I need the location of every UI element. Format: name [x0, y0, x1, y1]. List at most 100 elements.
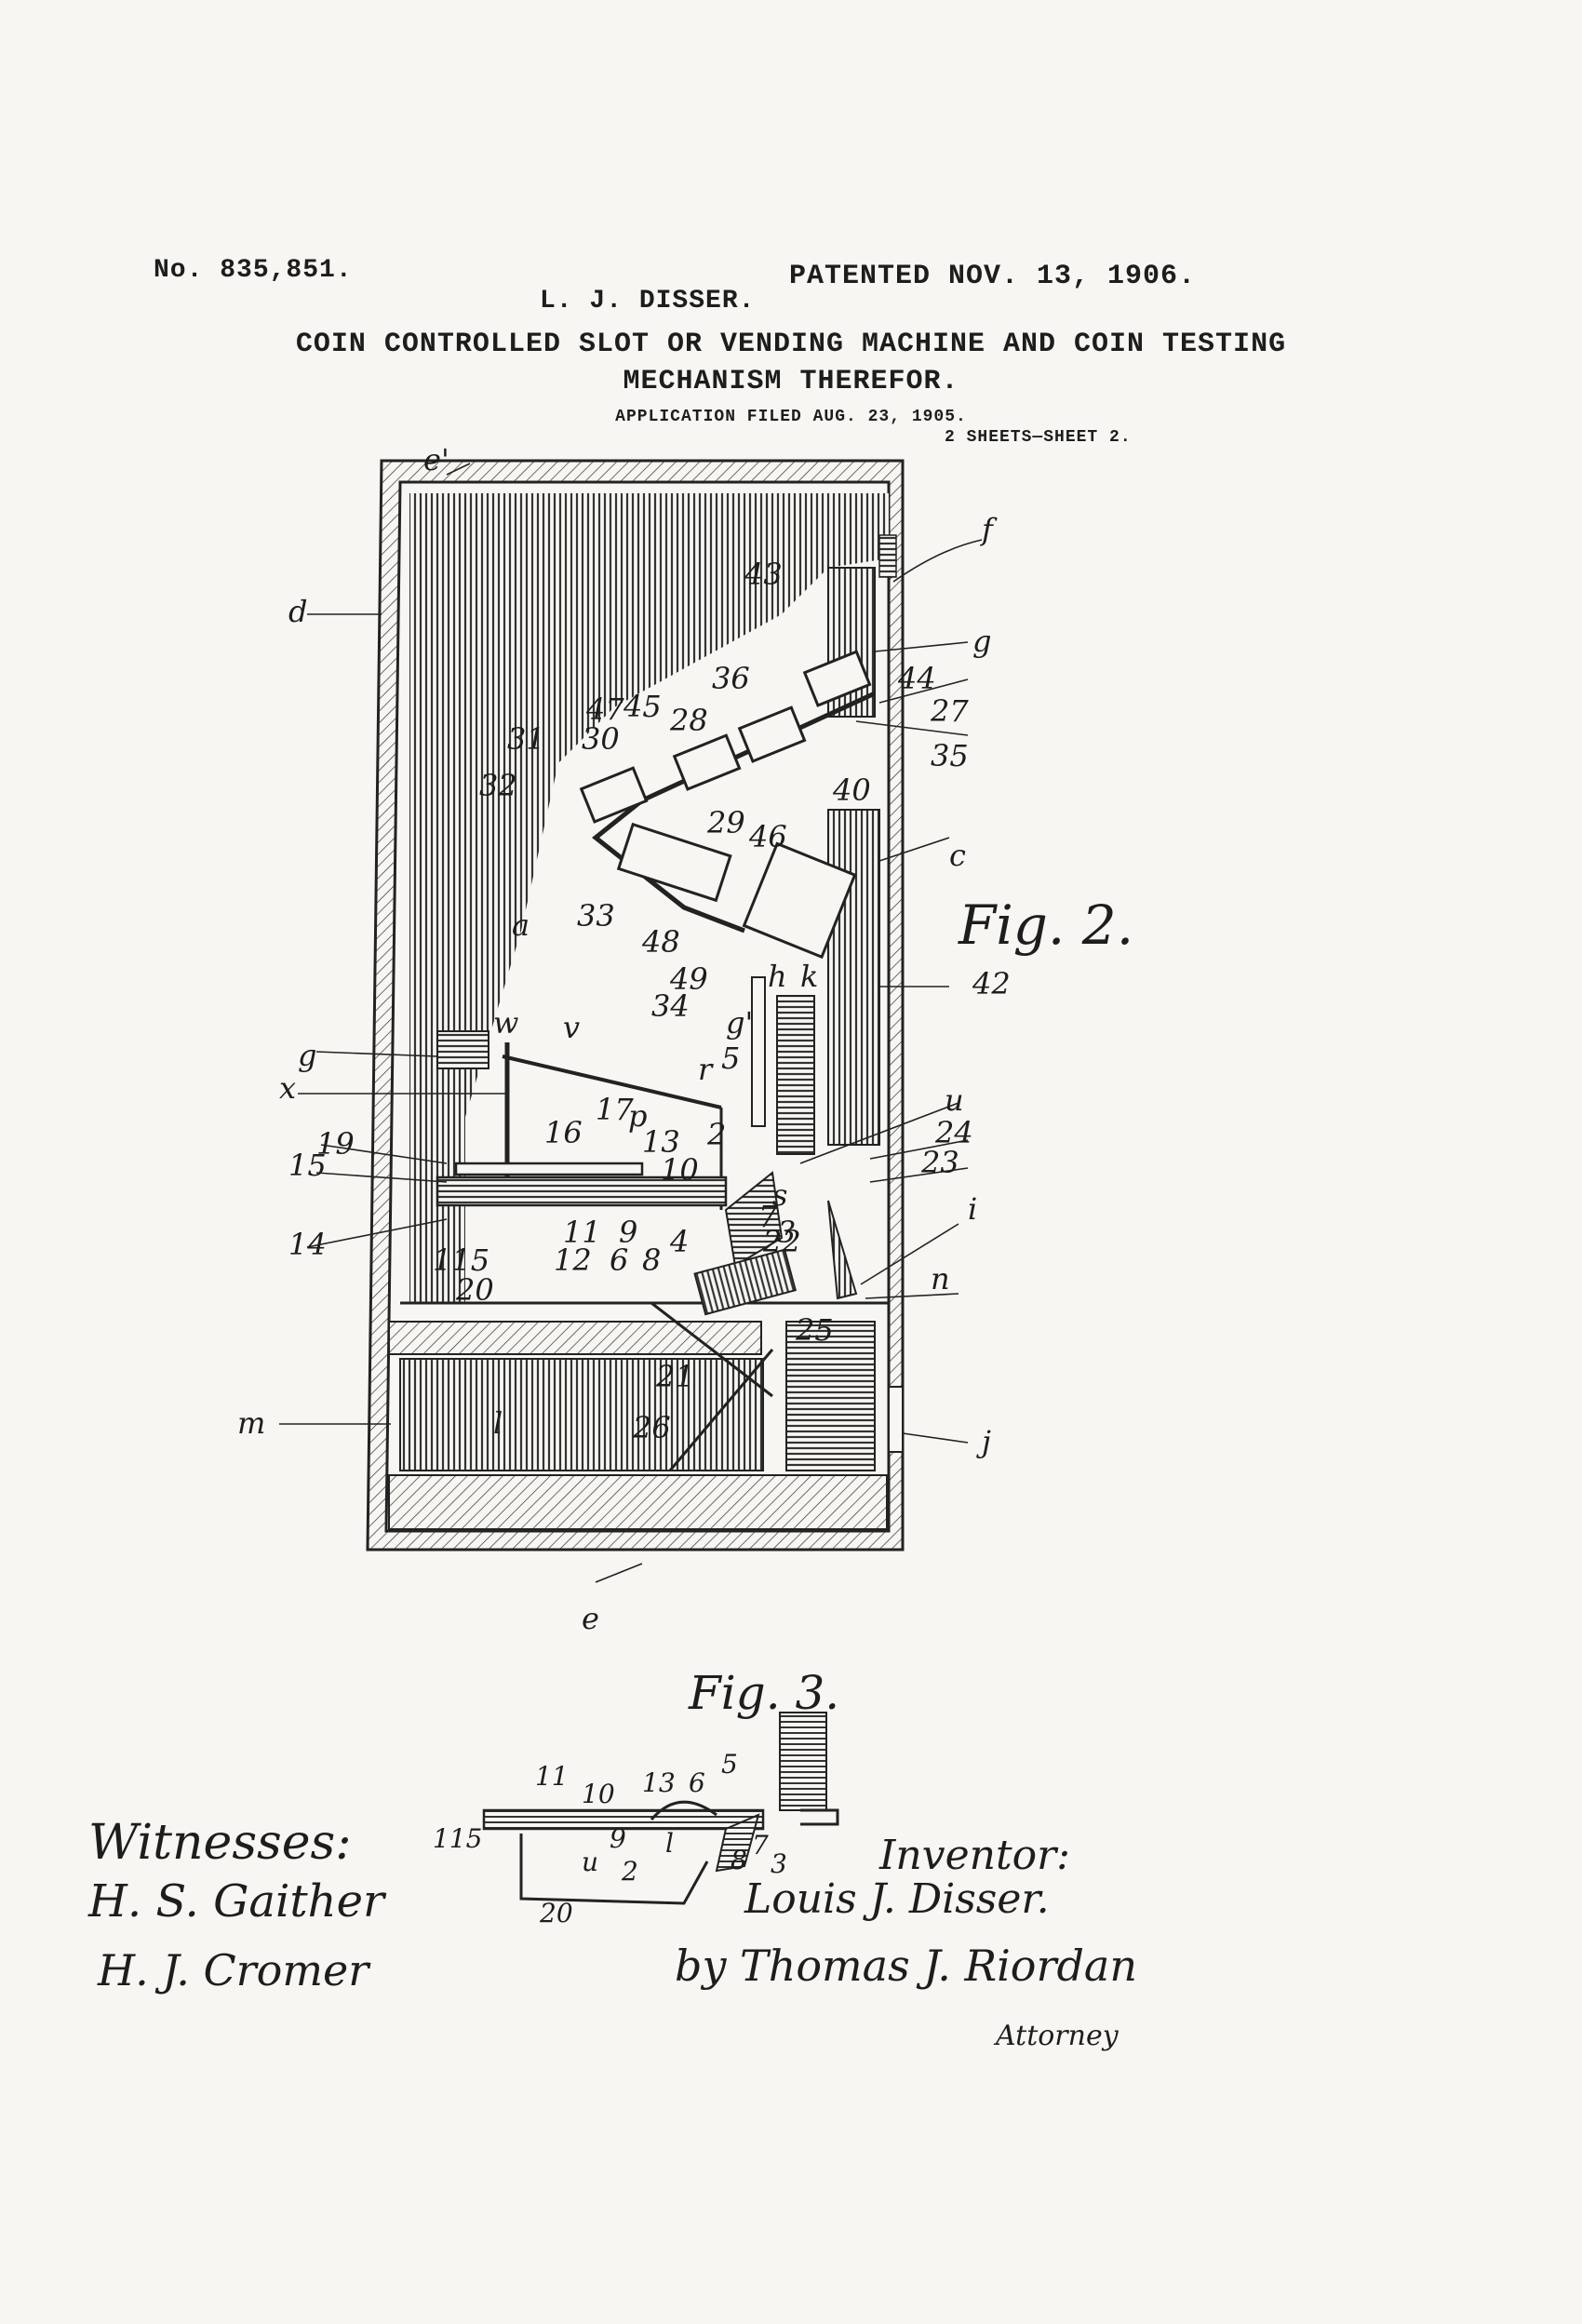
- ref-26: 26: [632, 1410, 671, 1445]
- attorney-signature: by Thomas J. Riordan: [675, 1941, 1137, 1991]
- ref-12: 12: [554, 1243, 592, 1278]
- witnesses-label: Witnesses:: [88, 1815, 352, 1871]
- ref-h: h: [768, 959, 787, 994]
- ref-33: 33: [577, 898, 615, 934]
- ref-23: 23: [920, 1145, 959, 1180]
- ref-29: 29: [706, 805, 745, 840]
- guide-rod: [751, 976, 766, 1127]
- ref-40: 40: [832, 772, 871, 808]
- fig3-ref-11: 11: [535, 1761, 569, 1792]
- ref-s: s: [772, 1177, 787, 1213]
- ref-32: 32: [479, 768, 517, 803]
- ref-11: 11: [563, 1215, 601, 1250]
- ref-13: 13: [642, 1124, 680, 1160]
- shelf: [454, 1162, 644, 1176]
- inventor-name: L. J. DISSER.: [540, 287, 756, 316]
- ref-g-right: g: [972, 624, 991, 659]
- ref-7: 7: [758, 1199, 778, 1234]
- cabinet-wall: [366, 459, 905, 1552]
- fig3-ref-9: 9: [610, 1823, 626, 1854]
- ref-30: 30: [582, 721, 620, 757]
- fig3-ref-l: l: [665, 1828, 674, 1859]
- ref-43: 43: [744, 557, 783, 592]
- coin-plate-mid2: [672, 733, 742, 791]
- ref-m: m: [237, 1405, 265, 1441]
- ref-45: 45: [623, 689, 662, 724]
- ref-49: 49: [669, 961, 708, 997]
- ref-3: 3: [777, 1215, 796, 1250]
- ref-c: c: [949, 838, 966, 873]
- ref-27: 27: [930, 693, 969, 729]
- ref-8: 8: [642, 1243, 661, 1278]
- lower-left-box: [399, 1358, 764, 1471]
- fig3-ref-115: 115: [433, 1823, 482, 1854]
- ref-k: k: [800, 959, 818, 994]
- ref-v: v: [563, 1010, 580, 1045]
- lever-arm: [502, 1055, 722, 1109]
- latch: [724, 1171, 784, 1268]
- patented-date: PATENTED NOV. 13, 1906.: [789, 261, 1197, 292]
- ref-22: 22: [762, 1224, 801, 1259]
- coin-plate-left: [579, 766, 649, 824]
- fig3-link: [519, 1834, 709, 1905]
- brace-2: [668, 1349, 774, 1471]
- reject-box: [742, 841, 857, 960]
- ref-115: 115: [433, 1243, 489, 1278]
- fig3-latch: [715, 1813, 760, 1873]
- deflector: [827, 1200, 858, 1300]
- title-line-2: MECHANISM THEREFOR.: [623, 366, 959, 397]
- ref-2: 2: [706, 1117, 726, 1152]
- ref-p: p: [628, 1098, 647, 1134]
- fig3-ref-10: 10: [582, 1779, 615, 1809]
- ref-9: 9: [619, 1215, 637, 1250]
- ref-g-prime: g': [726, 1005, 753, 1041]
- ref-14: 14: [288, 1227, 327, 1262]
- ref-21: 21: [655, 1359, 694, 1394]
- ref-46: 46: [748, 819, 787, 854]
- fig2-label: Fig. 2.: [959, 893, 1134, 957]
- coin-chute-lower: [827, 809, 880, 1146]
- brace-1: [650, 1301, 773, 1398]
- fig3-bracket: [800, 1808, 839, 1826]
- ref-e-bottom: e: [582, 1601, 599, 1636]
- inventor-label: Inventor:: [879, 1832, 1070, 1879]
- coin-plate-mid: [737, 705, 807, 763]
- ref-l: l: [493, 1405, 503, 1441]
- fig3-ref-5: 5: [721, 1749, 738, 1780]
- ref-n: n: [931, 1261, 950, 1296]
- inventor-signature: Louis J. Disser.: [744, 1875, 1050, 1923]
- coin-box: [785, 1321, 876, 1471]
- fig3-carriage: [482, 1808, 765, 1831]
- ref-6: 6: [610, 1243, 628, 1278]
- application-filed: APPLICATION FILED AUG. 23, 1905.: [615, 408, 967, 426]
- witness-signature-2: H. J. Cromer: [98, 1945, 369, 1995]
- ref-5: 5: [721, 1041, 740, 1076]
- ref-47: 47: [585, 692, 624, 727]
- fig3-ref-8: 8: [731, 1845, 747, 1875]
- witness-signature-1: H. S. Gaither: [88, 1875, 384, 1928]
- coin-plate-upper: [802, 650, 872, 707]
- mid-divider: [388, 1321, 762, 1355]
- attorney-label: Attorney: [996, 2020, 1119, 2052]
- toothed-rack: [776, 995, 815, 1155]
- cabinet-base: [388, 1474, 888, 1530]
- ref-15: 15: [288, 1148, 327, 1183]
- title-line-1: COIN CONTROLLED SLOT OR VENDING MACHINE …: [295, 329, 1287, 360]
- counterweight: [436, 1030, 489, 1069]
- ref-e-top: e': [423, 442, 449, 477]
- ref-28: 28: [669, 703, 708, 738]
- ref-35: 35: [931, 738, 969, 773]
- ref-4: 4: [669, 1224, 689, 1259]
- fig3-cam: [650, 1800, 717, 1820]
- fig3-label: Fig. 3.: [689, 1666, 840, 1720]
- patent-number: No. 835,851.: [154, 256, 353, 285]
- interior-shading: [465, 493, 889, 1117]
- fig3-ref-20: 20: [539, 1898, 573, 1928]
- fig3-ref-13: 13: [642, 1767, 676, 1798]
- chute-top-slot: [878, 534, 897, 578]
- ref-x: x: [279, 1070, 296, 1106]
- ref-16: 16: [544, 1115, 583, 1150]
- ref-44: 44: [897, 661, 936, 696]
- sheet-count: 2 SHEETS—SHEET 2.: [945, 428, 1132, 447]
